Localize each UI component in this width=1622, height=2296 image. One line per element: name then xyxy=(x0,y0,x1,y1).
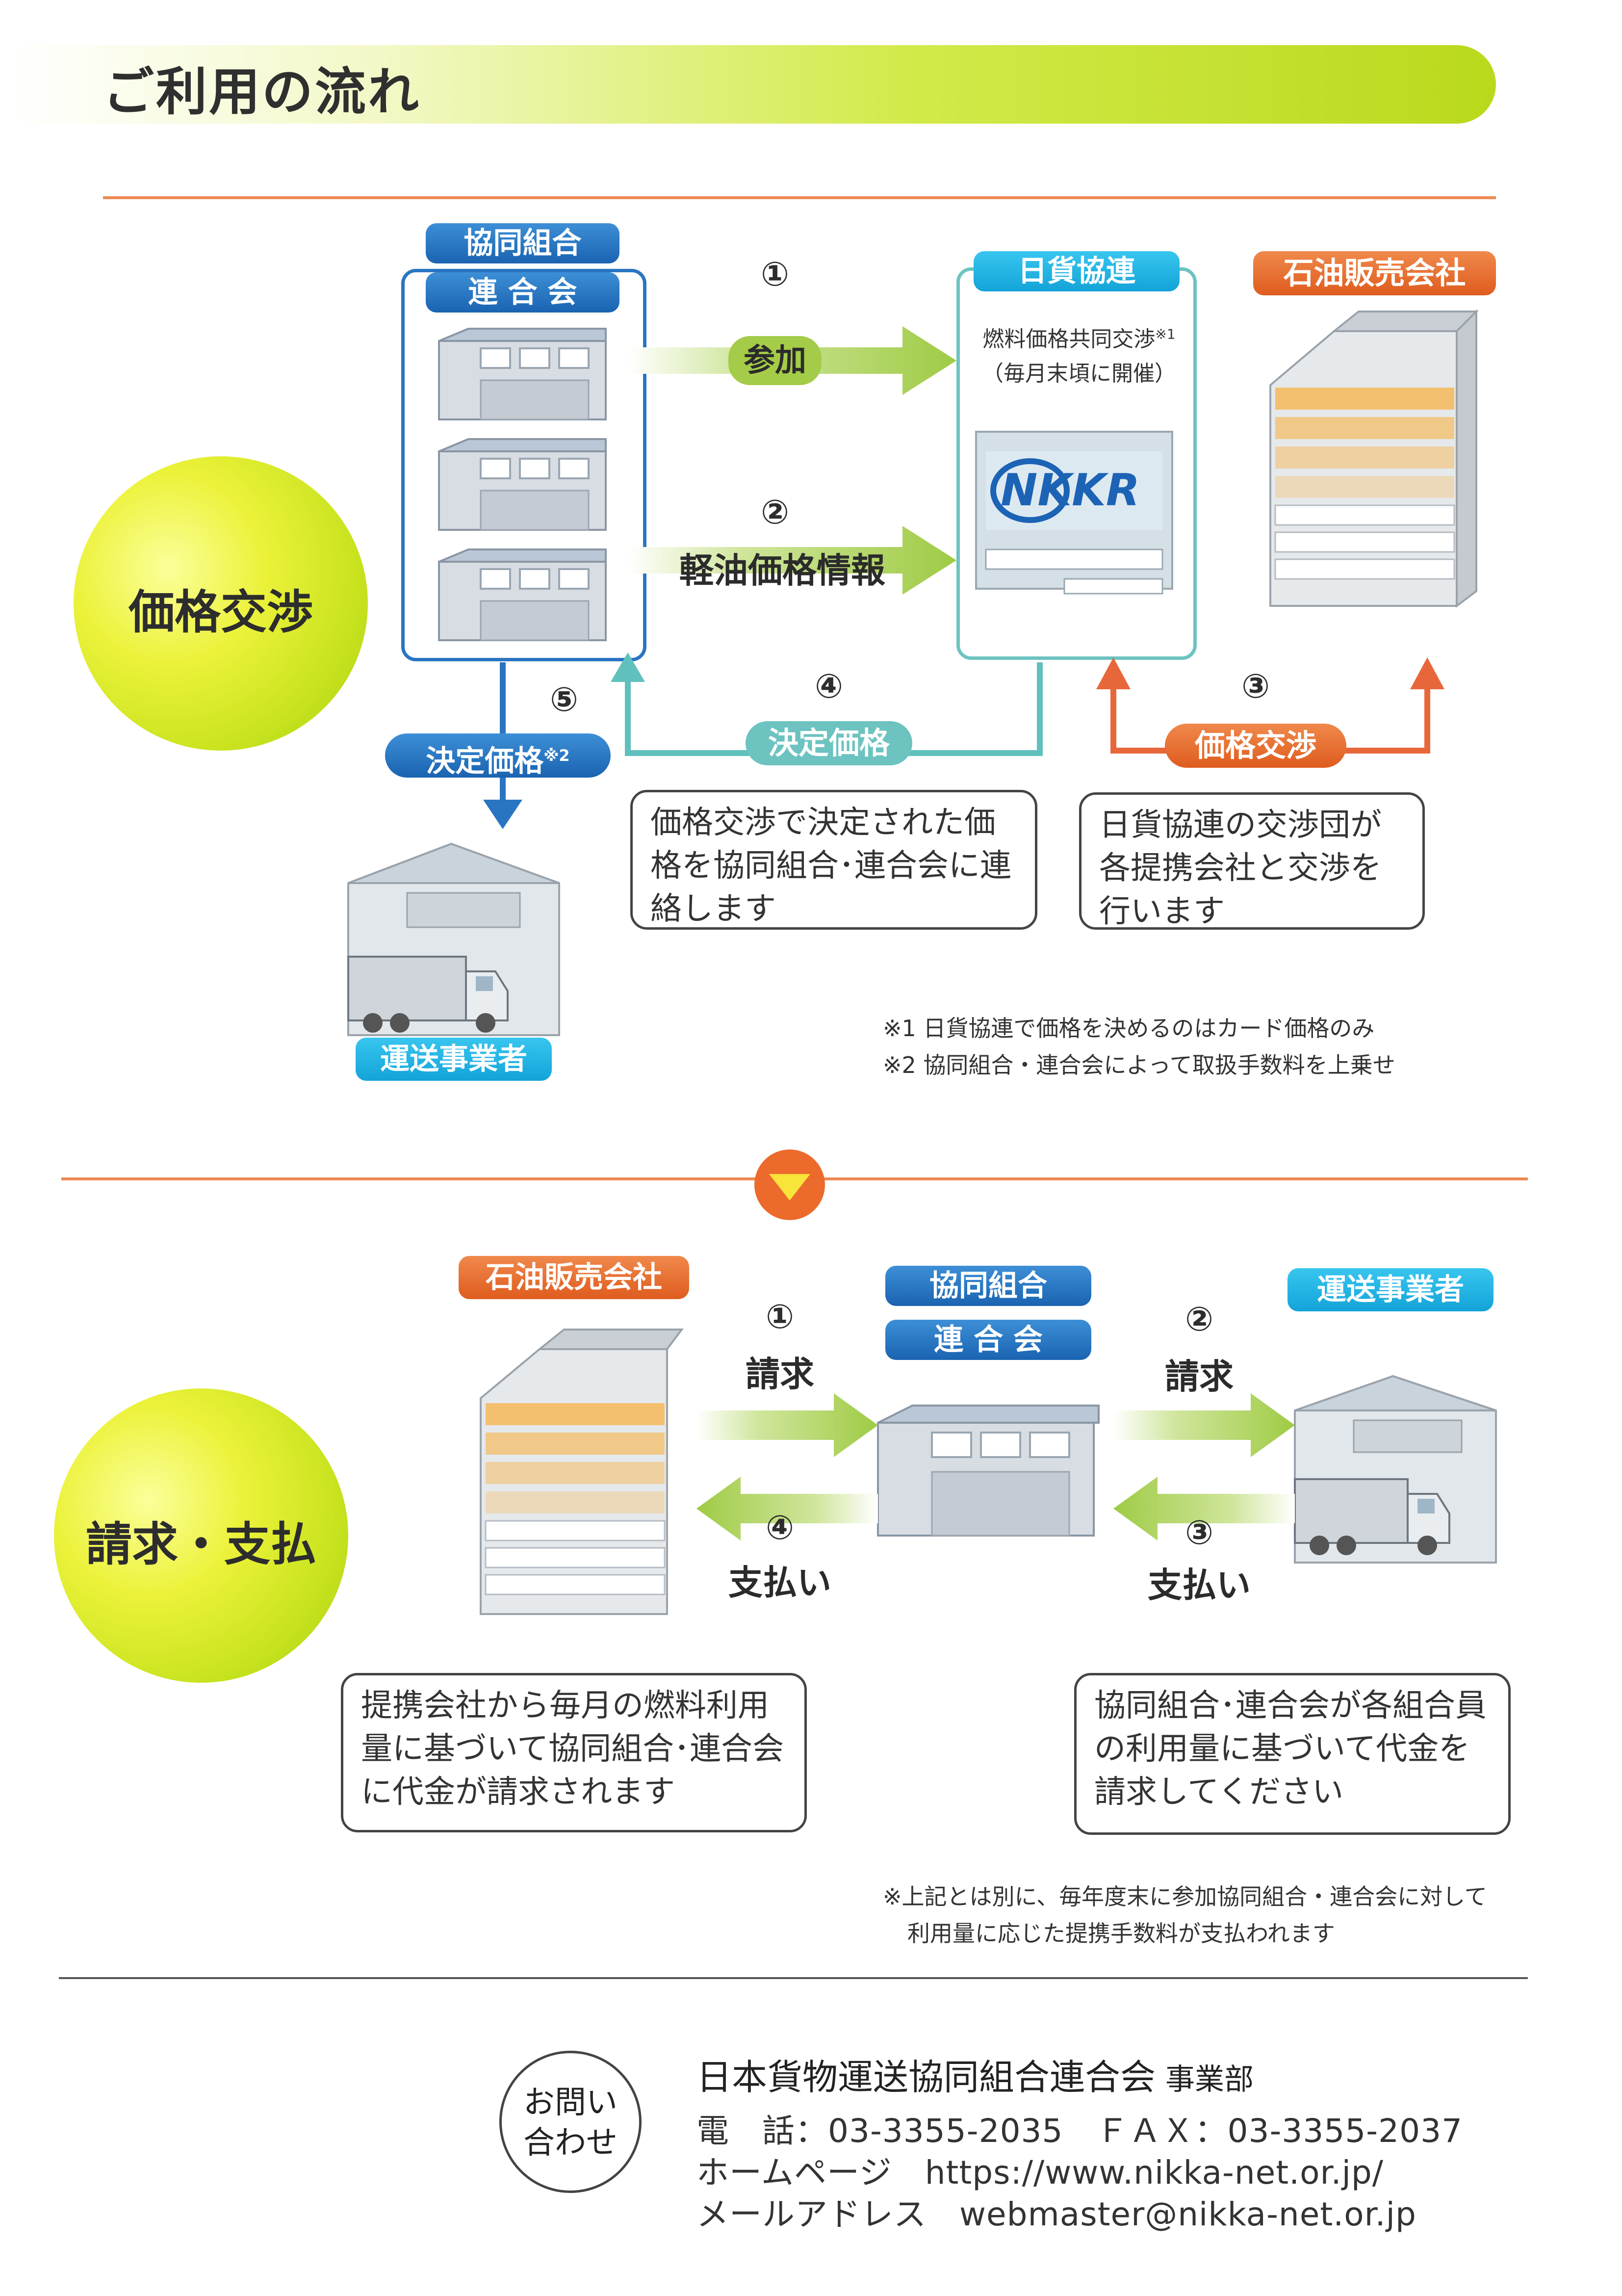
footnote-1: ※1 日貨協連で価格を決めるのはカード価格のみ xyxy=(883,1015,1375,1042)
trucker-tag: 運送事業者 xyxy=(356,1038,552,1081)
section-circle-billing xyxy=(54,1388,348,1683)
billing-step1-label: 請求 xyxy=(746,1354,814,1394)
section-circle-negotiation xyxy=(74,456,368,751)
billing-step3-number: ③ xyxy=(1185,1513,1213,1552)
contact-email-link[interactable]: メールアドレス webmaster@nikka-net.or.jp xyxy=(696,2195,1416,2233)
section-label-billing: 請求・支払 xyxy=(85,1518,316,1571)
billing-flow-arrows xyxy=(696,1393,1295,1540)
step2-diesel-info-label: 軽油価格情報 xyxy=(679,550,885,591)
section-divider xyxy=(103,196,1496,199)
billing-step1-number: ① xyxy=(766,1298,794,1336)
oil-company-tag: 石油販売会社 xyxy=(1253,251,1496,295)
meeting-schedule-label: （毎月末頃に開催） xyxy=(982,361,1176,386)
step5-decided-price-label: 決定価格※2 xyxy=(385,733,611,779)
cooperative-building-icon-2 xyxy=(877,1405,1100,1537)
joint-negotiation-label: 燃料価格共同交渉※1 xyxy=(982,326,1176,352)
federation-tag: 連 合 会 xyxy=(426,272,619,313)
contact-organization: 日本貨物運送協同組合連合会事業部 xyxy=(696,2057,1254,2098)
header-banner xyxy=(10,45,1496,124)
svg-text:NKKR: NKKR xyxy=(1001,465,1140,516)
nkkr-logo-building-icon: NKKR xyxy=(975,431,1173,595)
step1-join-label: 参加 xyxy=(728,336,822,385)
step4-number: ④ xyxy=(815,667,843,706)
contact-badge xyxy=(499,2051,642,2193)
billing-step2-label: 請求 xyxy=(1165,1357,1234,1397)
billing-step3-label: 支払い xyxy=(1148,1565,1251,1605)
federation-tag-2: 連 合 会 xyxy=(885,1320,1091,1360)
cooperative-box xyxy=(401,269,646,661)
step4-decided-price-label: 決定価格 xyxy=(746,721,912,765)
note-billing-request: 提携会社から毎月の燃料利用量に基づいて協同組合･連合会に代金が請求されます xyxy=(341,1673,807,1832)
cooperative-tag-2: 協同組合 xyxy=(885,1266,1091,1306)
nikkakyoren-tag: 日貨協連 xyxy=(974,251,1180,291)
contact-homepage-link[interactable]: ホームページ https://www.nikka-net.or.jp/ xyxy=(696,2154,1384,2192)
step1-number: ① xyxy=(761,255,789,294)
cooperative-buildings-icon xyxy=(438,328,607,641)
step5-number: ⑤ xyxy=(550,680,578,719)
step3-number: ③ xyxy=(1241,667,1270,706)
step3-negotiation-label: 価格交渉 xyxy=(1165,724,1346,768)
contact-badge-text: お問い合わせ xyxy=(523,2085,618,2161)
oil-company-building-icon xyxy=(1269,309,1479,608)
billing-step4-label: 支払い xyxy=(728,1563,831,1603)
step2-number: ② xyxy=(761,493,789,532)
note-negotiation-team: 日貨協連の交渉団が各提携会社と交渉を行います xyxy=(1079,792,1425,930)
page-title: ご利用の流れ xyxy=(103,62,421,122)
oil-company-building-icon-2 xyxy=(480,1329,684,1615)
billing-step2-number: ② xyxy=(1185,1300,1213,1339)
footnote-2: ※2 協同組合・連合会によって取扱手数料を上乗せ xyxy=(883,1052,1395,1078)
contact-divider xyxy=(59,1977,1528,1979)
note-decided-price: 価格交渉で決定された価格を協同組合･連合会に連絡します xyxy=(630,790,1037,930)
trucking-depot-icon-2 xyxy=(1294,1375,1497,1564)
billing-step4-number: ④ xyxy=(766,1509,794,1547)
footnote-commission-2: 利用量に応じた提携手数料が支払われます xyxy=(907,1920,1335,1947)
trucking-depot-icon xyxy=(347,842,560,1036)
section-label-negotiation: 価格交渉 xyxy=(128,586,313,639)
footnote-commission-1: ※上記とは別に、毎年度末に参加協同組合・連合会に対して xyxy=(883,1883,1487,1910)
contact-phone-fax: 電 話：03-3355-2035 ＦＡＸ：03-3355-2037 xyxy=(696,2112,1463,2150)
oil-company-tag-2: 石油販売会社 xyxy=(459,1256,689,1299)
note-billing-members: 協同組合･連合会が各組合員の利用量に基づいて代金を請求してください xyxy=(1074,1673,1511,1835)
cooperative-tag: 協同組合 xyxy=(426,223,619,263)
trucker-tag-2: 運送事業者 xyxy=(1287,1268,1493,1311)
next-step-triangle-icon xyxy=(754,1149,825,1220)
